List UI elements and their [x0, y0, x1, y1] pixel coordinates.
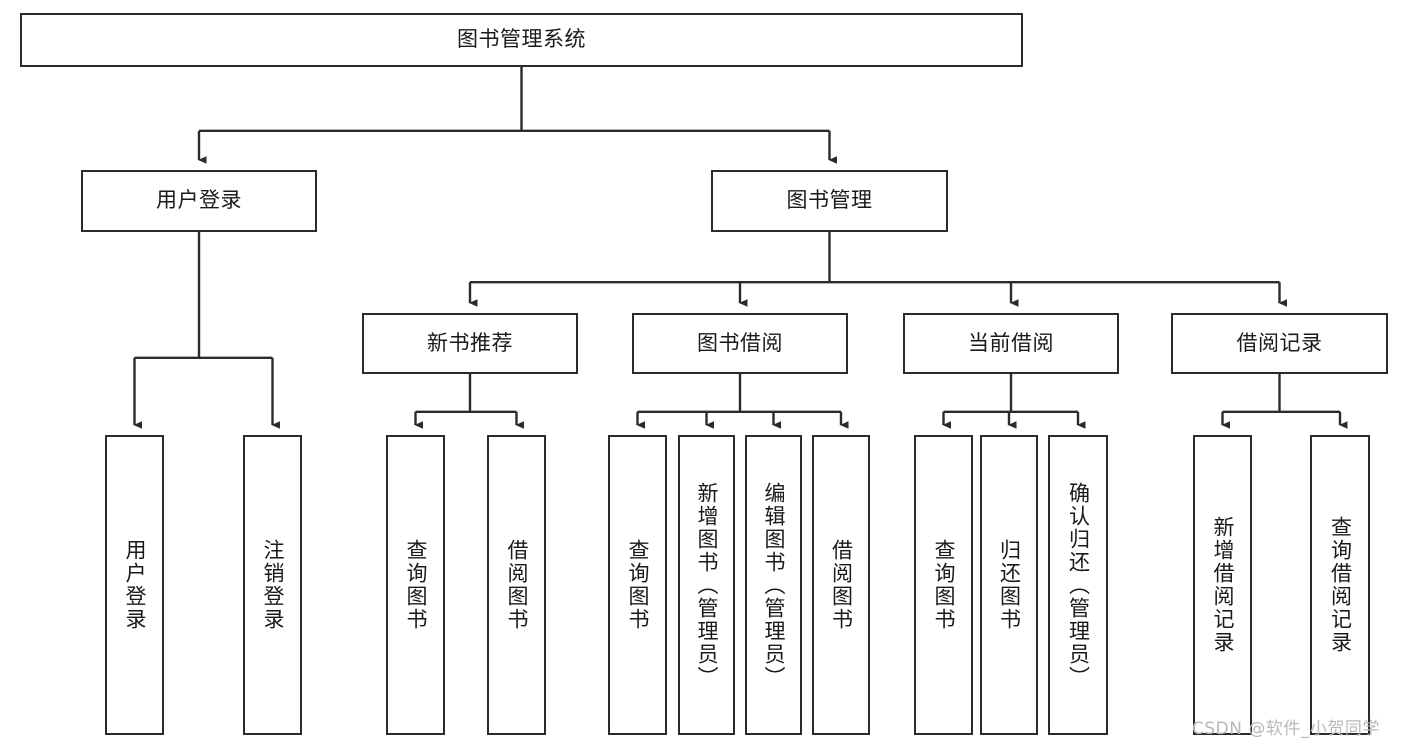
node-leaf-6[interactable]: 新增图书（管理员）: [678, 435, 735, 735]
node-borrow-log[interactable]: 借阅记录: [1171, 313, 1388, 374]
node-label: 归还图书: [997, 539, 1022, 631]
node-leaf-7[interactable]: 编辑图书（管理员）: [745, 435, 802, 735]
node-label: 用户登录: [123, 539, 147, 631]
node-root[interactable]: 图书管理系统: [20, 13, 1023, 67]
node-leaf-9[interactable]: 查询图书: [914, 435, 973, 735]
node-label: 图书管理: [786, 188, 873, 213]
node-label: 当前借阅: [968, 330, 1054, 355]
node-label: 借阅图书: [505, 539, 529, 631]
node-leaf-11[interactable]: 确认归还（管理员）: [1048, 435, 1108, 735]
node-label: 新书推荐: [427, 330, 513, 355]
node-user-login[interactable]: 用户登录: [81, 170, 317, 232]
node-book-mgmt[interactable]: 图书管理: [711, 170, 948, 232]
node-label: 查询借阅记录: [1328, 516, 1353, 654]
node-leaf-13[interactable]: 查询借阅记录: [1310, 435, 1370, 735]
node-label: 查询图书: [404, 539, 428, 631]
node-label: 借阅记录: [1236, 330, 1323, 355]
node-leaf-10[interactable]: 归还图书: [980, 435, 1038, 735]
node-label: 用户登录: [156, 188, 242, 213]
node-label: 确认归还（管理员）: [1066, 481, 1091, 689]
node-label: 新增图书（管理员）: [695, 481, 719, 689]
node-new-rec[interactable]: 新书推荐: [362, 313, 578, 374]
node-label: 查询图书: [932, 539, 956, 631]
node-leaf-3[interactable]: 查询图书: [386, 435, 445, 735]
node-label: 借阅图书: [829, 539, 854, 631]
node-label: 图书借阅: [697, 330, 783, 355]
node-label: 新增借阅记录: [1211, 516, 1235, 654]
node-leaf-8[interactable]: 借阅图书: [812, 435, 870, 735]
node-label: 注销登录: [261, 539, 285, 631]
node-label: 查询图书: [626, 539, 650, 631]
node-book-borrow[interactable]: 图书借阅: [632, 313, 848, 374]
csdn-watermark: CSDN @软件_小贺同学: [1192, 719, 1380, 739]
node-leaf-12[interactable]: 新增借阅记录: [1193, 435, 1252, 735]
node-leaf-5[interactable]: 查询图书: [608, 435, 667, 735]
node-label: 编辑图书（管理员）: [762, 481, 786, 689]
node-label: 图书管理系统: [457, 27, 586, 52]
node-leaf-2[interactable]: 注销登录: [243, 435, 302, 735]
node-leaf-1[interactable]: 用户登录: [105, 435, 164, 735]
node-leaf-4[interactable]: 借阅图书: [487, 435, 546, 735]
node-cur-borrow[interactable]: 当前借阅: [903, 313, 1119, 374]
